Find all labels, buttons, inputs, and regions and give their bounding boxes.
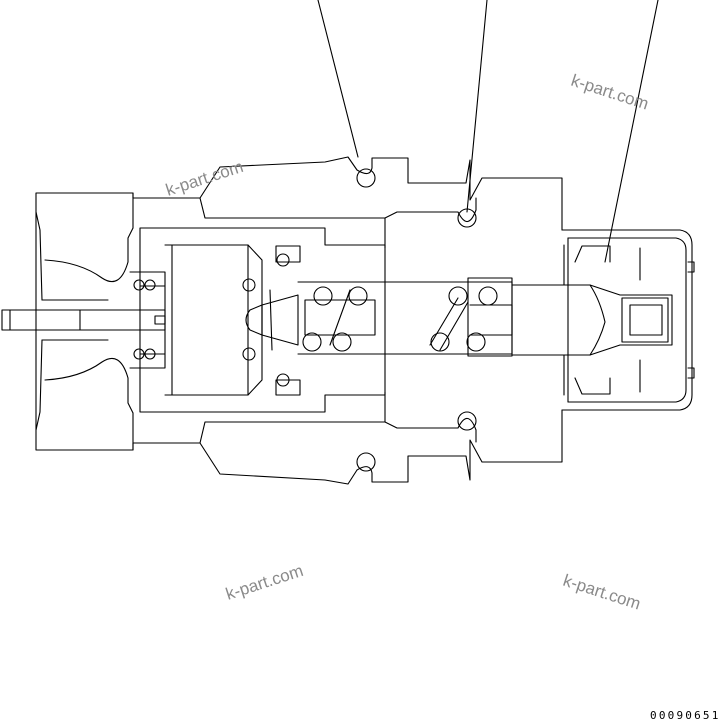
watermark-top-right: k-part.com xyxy=(569,71,651,114)
drawing-code: 00090651 xyxy=(650,709,721,720)
steel-balls xyxy=(133,168,498,472)
watermark-bottom-right: k-part.com xyxy=(561,571,643,614)
internal-components xyxy=(1,227,673,413)
watermark-top-left: k-part.com xyxy=(163,157,245,200)
leader-lines xyxy=(317,0,659,263)
valve-housing xyxy=(35,156,695,485)
watermark-bottom-left: k-part.com xyxy=(223,561,305,604)
watermark-group: k-part.com k-part.com k-part.com k-part.… xyxy=(163,71,651,614)
